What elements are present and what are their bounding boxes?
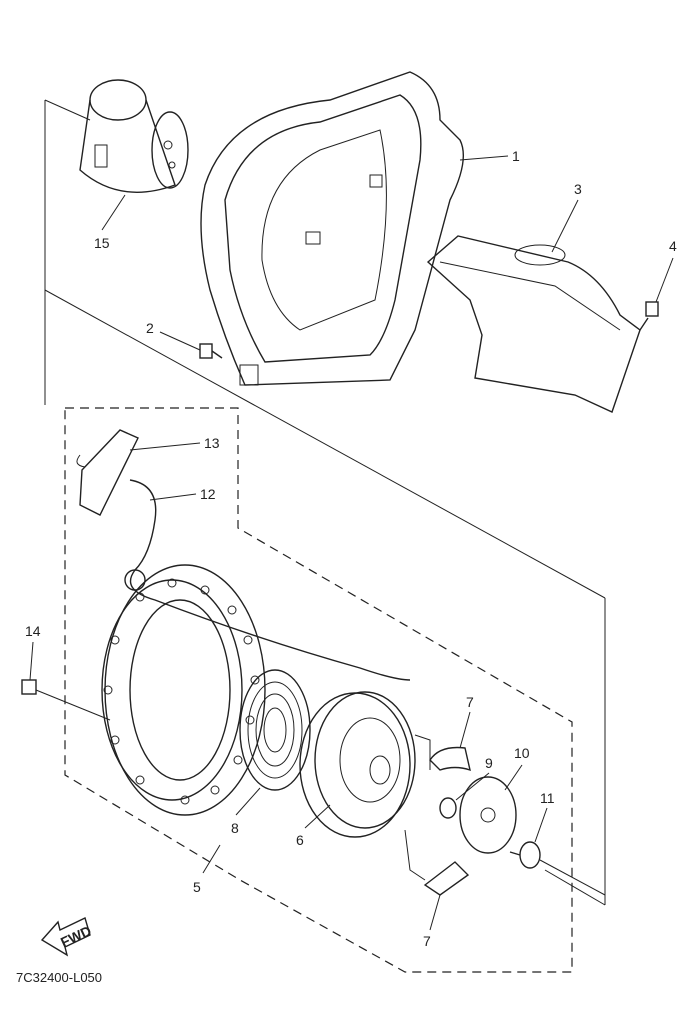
part-12-starter-rope	[129, 479, 411, 681]
part-label-3: 3	[574, 181, 582, 197]
part-label-2: 2	[146, 320, 154, 336]
leader-lines	[29, 155, 674, 931]
fwd-arrow-icon: FWD	[40, 917, 94, 957]
part-7-pawl-lower	[423, 861, 470, 896]
part-1-fan-housing	[200, 71, 465, 386]
part-label-12: 12	[200, 486, 216, 502]
part-2-bolt	[199, 343, 223, 359]
part-15-cylinder	[79, 79, 189, 193]
part-9-clip	[439, 797, 457, 819]
part-label-15: 15	[94, 235, 110, 251]
part-label-10: 10	[514, 745, 530, 761]
part-14-bolt	[21, 679, 111, 721]
part-label-6: 6	[296, 832, 304, 848]
part-7-pawl-upper	[429, 746, 471, 772]
part-6-pulley	[299, 691, 416, 838]
part-8-spiral-spring	[239, 669, 311, 791]
part-label-7b: 7	[423, 933, 431, 949]
part-10-drive-plate	[459, 776, 517, 854]
part-label-13: 13	[204, 435, 220, 451]
recoil-starter-group-outline	[64, 407, 573, 973]
part-label-14: 14	[25, 623, 41, 639]
part-label-9: 9	[485, 755, 493, 771]
starter-case	[101, 564, 266, 816]
part-13-starter-handle	[76, 429, 139, 516]
part-label-5: 5	[193, 879, 201, 895]
part-label-1: 1	[512, 148, 520, 164]
part-4-screw	[639, 301, 659, 331]
part-label-4: 4	[669, 238, 677, 254]
diagram-code: 7C32400-L050	[16, 970, 102, 985]
part-11-bolt	[509, 841, 606, 896]
fwd-label: FWD	[58, 922, 94, 950]
part-label-7a: 7	[466, 694, 474, 710]
part-label-11: 11	[540, 790, 555, 806]
assembly-frame	[44, 99, 606, 906]
part-label-8: 8	[231, 820, 239, 836]
part-3-cover	[426, 235, 641, 413]
